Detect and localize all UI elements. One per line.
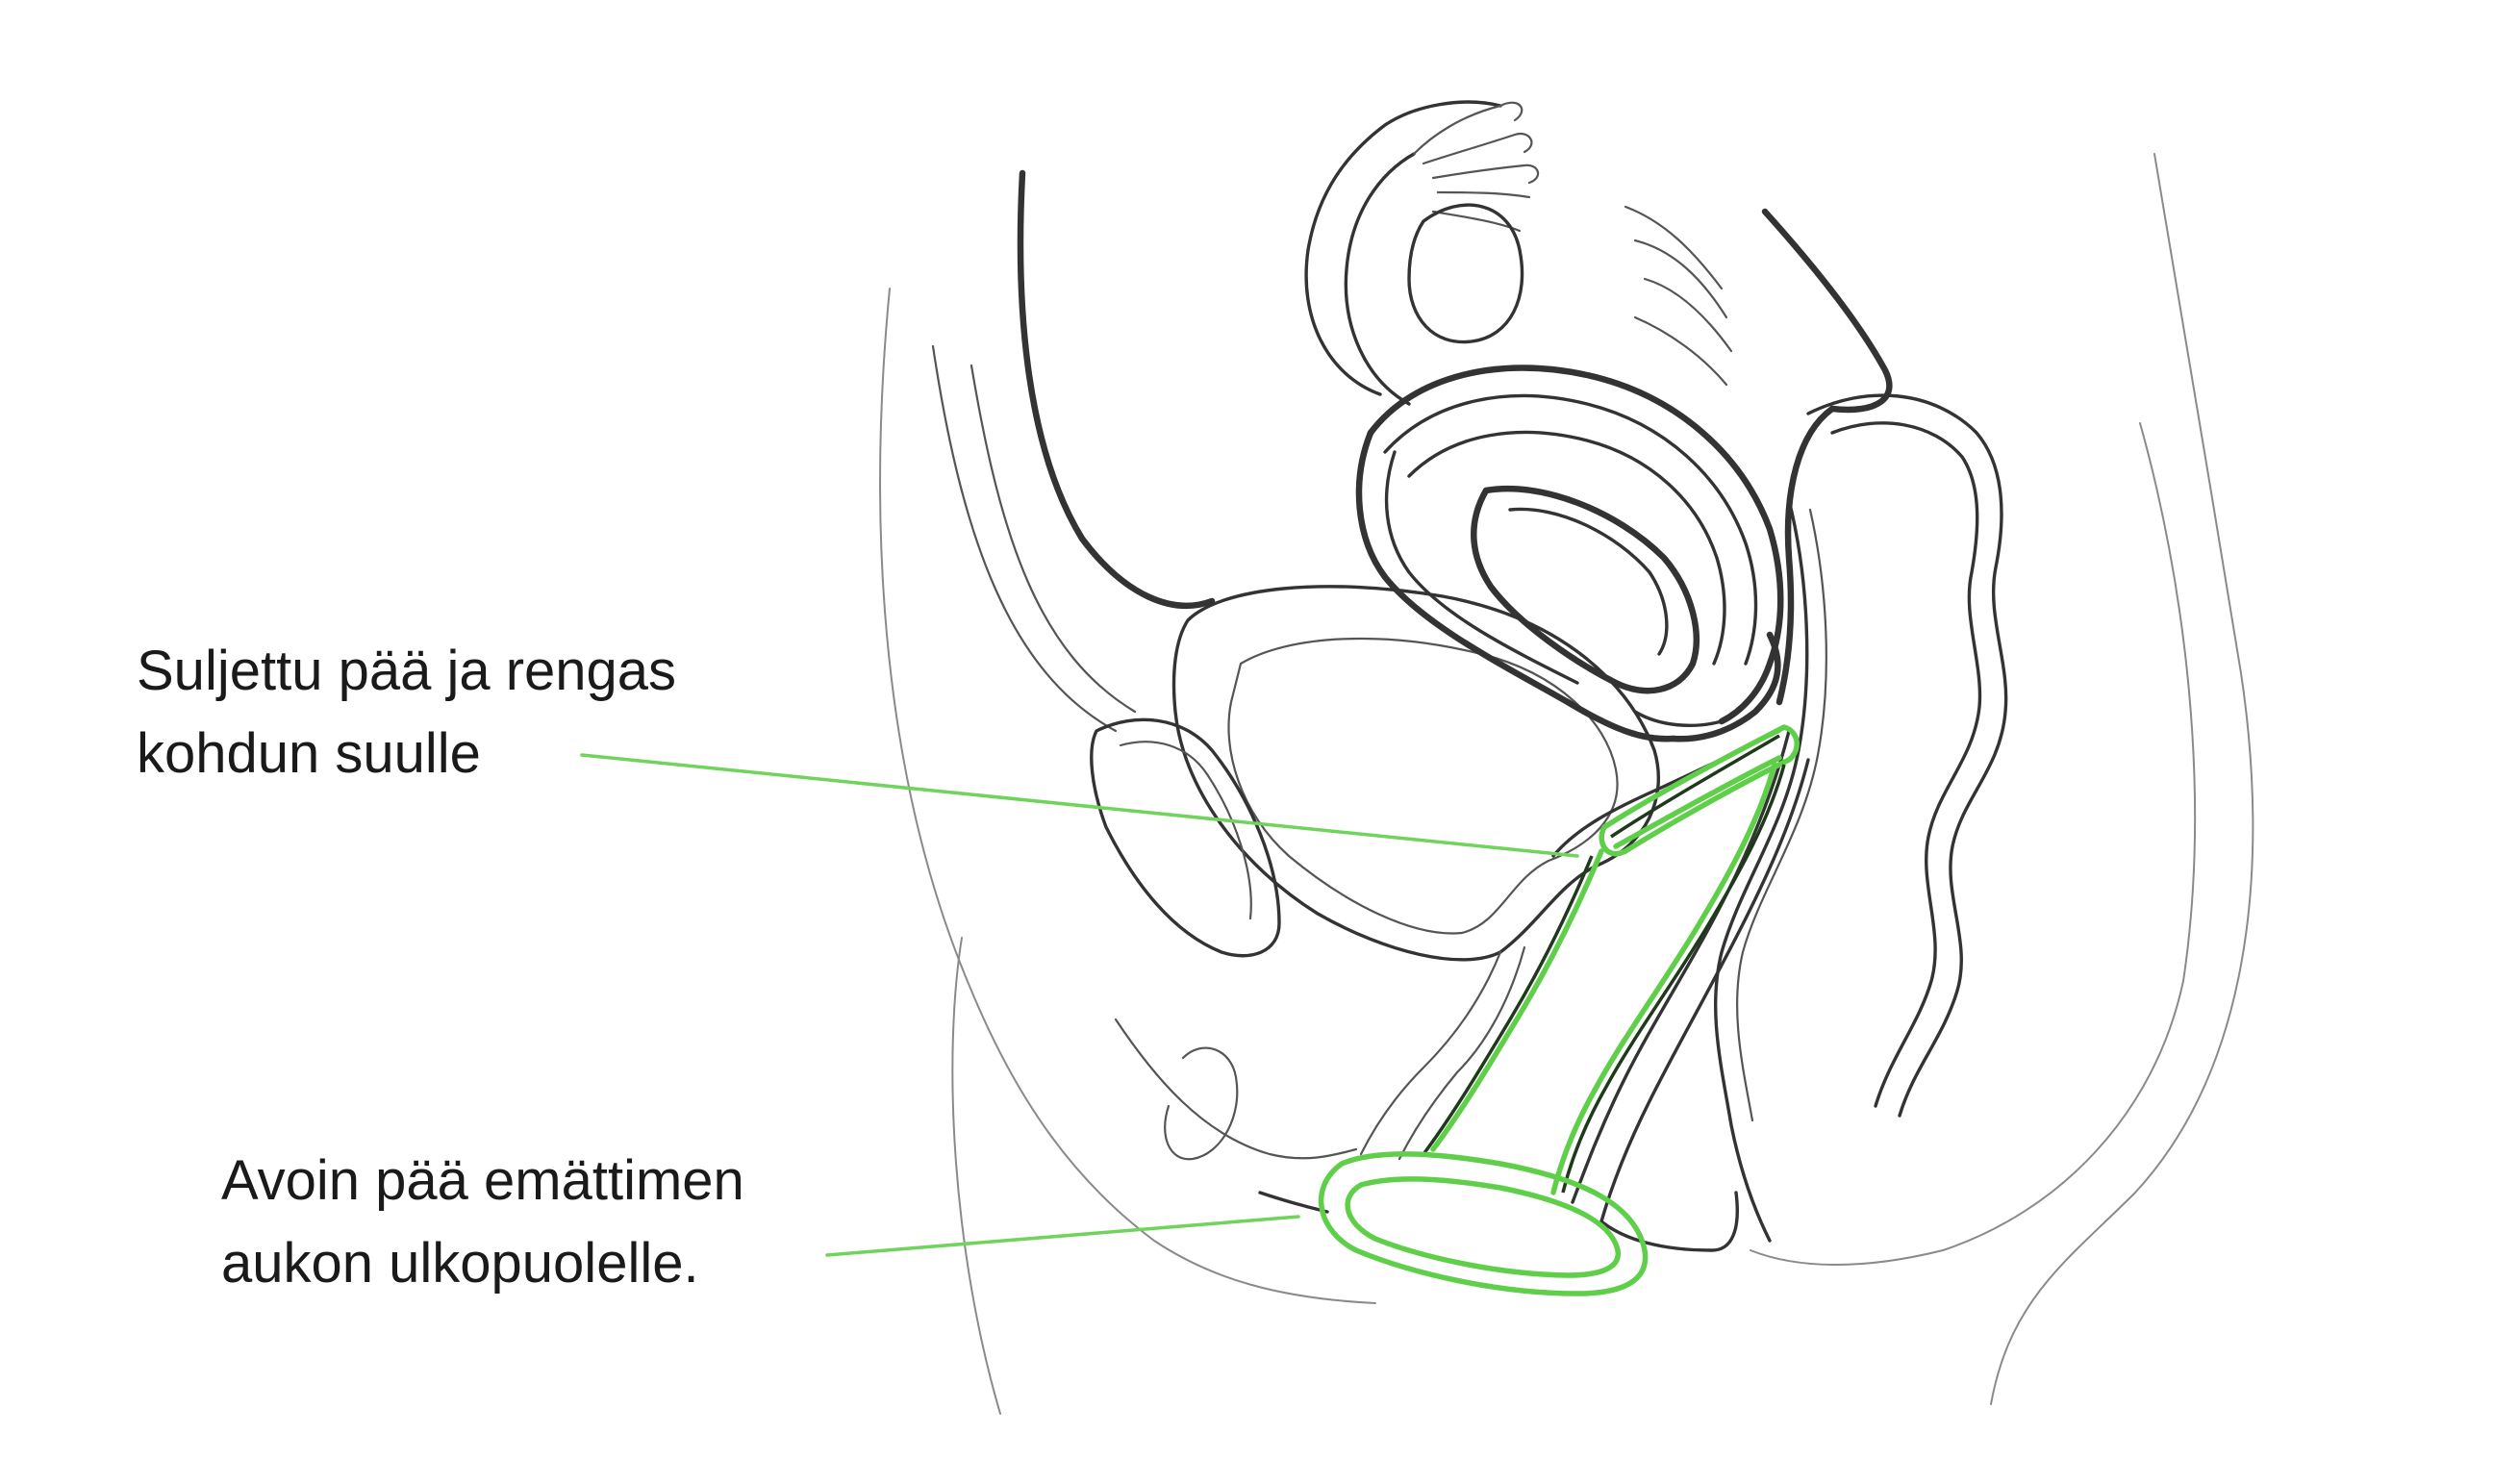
pubic-bone [1090, 717, 1281, 958]
label-closed-end: Suljettu pää ja rengas kohdun suulle [137, 630, 676, 795]
ovary [1407, 203, 1524, 344]
fallopian-tube [1304, 100, 1540, 406]
label-open-end-line2: aukon ulkopuolelle. [221, 1232, 699, 1295]
uterus [1355, 365, 1784, 742]
label-closed-end-line1: Suljettu pää ja rengas [137, 640, 677, 702]
vaginal-wall [1551, 729, 1810, 1252]
urethra [1359, 945, 1526, 1161]
bladder [1171, 585, 1660, 962]
leader-line-open-end [825, 1215, 1300, 1257]
leader-line-closed-end [580, 753, 1579, 858]
label-open-end: Avoin pää emättimen aukon ulkopuolelle. [221, 1140, 744, 1305]
body-outline [879, 153, 2254, 1415]
rectum [1624, 205, 2008, 1243]
label-open-end-line1: Avoin pää emättimen [221, 1149, 744, 1212]
internal-condom [1318, 724, 1800, 1296]
abdominal-wall [931, 169, 1216, 733]
labia [1114, 1018, 1358, 1214]
label-closed-end-line2: kohdun suulle [137, 722, 481, 785]
